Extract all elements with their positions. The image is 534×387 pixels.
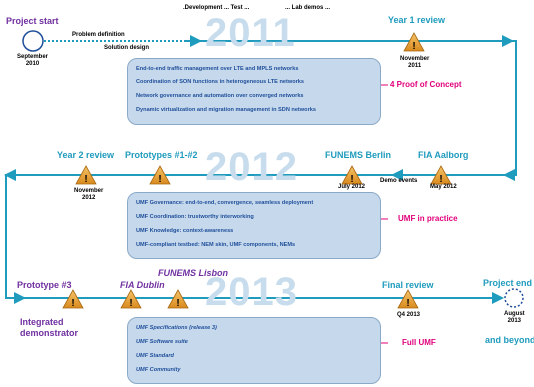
warning-triangle-icon-final: ! [397, 289, 419, 309]
berlin-date: July 2012 [338, 184, 366, 190]
list-item: UMF Software suite [136, 339, 188, 345]
svg-text:!: ! [439, 174, 442, 185]
start-date: September 2010 [17, 54, 49, 67]
warning-triangle-icon-year1: ! [403, 32, 425, 52]
project-end-label: Project end [483, 278, 533, 288]
list-item: UMF Knowledge: context-awareness [136, 228, 234, 234]
row2-to-row3-connector [5, 174, 26, 304]
integrated-demonstrator-label: Integrated demonstrator [20, 317, 79, 338]
svg-text:!: ! [84, 174, 87, 185]
prototypes-label: Prototypes #1-#2 [125, 150, 198, 160]
fia-dublin-label: FIA Dublin [120, 280, 165, 290]
row2-content-box: UMF Governance: end-to-end, convergence,… [127, 192, 381, 259]
list-item: UMF Coordination: trustworthy interworki… [136, 214, 254, 220]
warning-triangle-icon-lisbon: ! [167, 289, 189, 309]
year2-review-label: Year 2 review [57, 150, 115, 160]
fia-aalborg-label: FIA Aalborg [418, 150, 469, 160]
list-item: Dynamic virtualization and migration man… [136, 107, 316, 113]
year-2013-label: 2013 [205, 270, 298, 314]
demo-events-label: Demo events [380, 178, 418, 184]
lab-demos-note: ... Lab demos ... [285, 5, 331, 11]
warning-triangle-icon-berlin: ! [341, 165, 363, 185]
list-item: Network governance and automation over c… [136, 93, 304, 99]
svg-text:!: ! [158, 174, 161, 185]
svg-text:!: ! [350, 174, 353, 185]
list-item: UMF Specifications (release 3) [136, 325, 217, 331]
final-review-label: Final review [382, 280, 434, 290]
row3-outcome-label: Full UMF [402, 338, 436, 347]
row3-content-box: UMF Specifications (release 3) UMF Softw… [127, 317, 381, 384]
row1-content-box: End-to-end traffic management over LTE a… [127, 58, 381, 125]
year-2011-label: 2011 [205, 11, 296, 55]
list-item: UMF Governance: end-to-end, convergence,… [136, 200, 314, 206]
end-date: August 2013 [504, 311, 525, 324]
final-date: Q4 2013 [397, 312, 421, 318]
list-item: Coordination of SON functions in heterog… [136, 79, 305, 85]
row2-outcome-label: UMF in practice [398, 214, 458, 223]
svg-text:!: ! [176, 298, 179, 309]
row1-outcome-label: 4 Proof of Concept [390, 80, 462, 89]
svg-text:!: ! [406, 298, 409, 309]
list-item: UMF-compliant testbed: NEM skin, UMF com… [136, 242, 296, 248]
list-item: UMF Standard [136, 353, 174, 359]
start-circle-icon [22, 30, 44, 52]
project-start-label: Project start [6, 16, 59, 26]
funems-berlin-label: FUNEMS Berlin [325, 150, 392, 160]
end-dashed-circle-icon [504, 288, 524, 308]
and-beyond-label: and beyond [485, 335, 534, 345]
row1-to-row2-connector [503, 40, 517, 181]
prototype3-label: Prototype #3 [17, 280, 72, 290]
warning-triangle-icon-year2: ! [75, 165, 97, 185]
problem-definition-label: Problem definition [72, 32, 125, 38]
year1-date: November 2011 [400, 56, 430, 69]
year2-date: November 2012 [74, 188, 104, 201]
year1-review-label: Year 1 review [388, 15, 446, 25]
warning-triangle-icon-dublin: ! [120, 289, 142, 309]
svg-text:!: ! [71, 298, 74, 309]
year-2012-label: 2012 [205, 145, 298, 189]
warning-triangle-icon-prototype3: ! [62, 289, 84, 309]
svg-text:!: ! [129, 298, 132, 309]
list-item: End-to-end traffic management over LTE a… [136, 66, 299, 72]
funems-lisbon-label: FUNEMS Lisbon [158, 268, 228, 278]
list-item: UMF Community [136, 367, 181, 373]
svg-text:!: ! [412, 41, 415, 52]
warning-triangle-icon-prototypes: ! [149, 165, 171, 185]
aalborg-date: May 2012 [430, 184, 457, 190]
development-note: .Development ... Test ... [183, 5, 250, 11]
solution-design-label: Solution design [104, 45, 149, 51]
warning-triangle-icon-aalborg: ! [430, 165, 452, 185]
